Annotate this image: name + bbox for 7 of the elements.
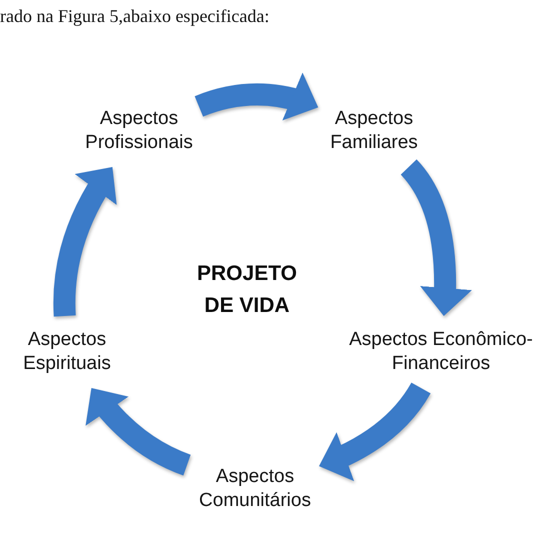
aspect-label: Aspectos Profissionais [85, 107, 193, 155]
aspect-label: Aspectos Espirituais [23, 328, 111, 376]
aspect-label: Aspectos Comunitários [199, 465, 311, 513]
center-title: PROJETO DE VIDA [197, 261, 297, 319]
aspect-label: Aspectos Econômico-Financeiros [346, 328, 536, 376]
body-text: rado na Figura 5,abaixo especificada: [0, 5, 270, 27]
aspect-label: Aspectos Familiares [330, 107, 418, 155]
